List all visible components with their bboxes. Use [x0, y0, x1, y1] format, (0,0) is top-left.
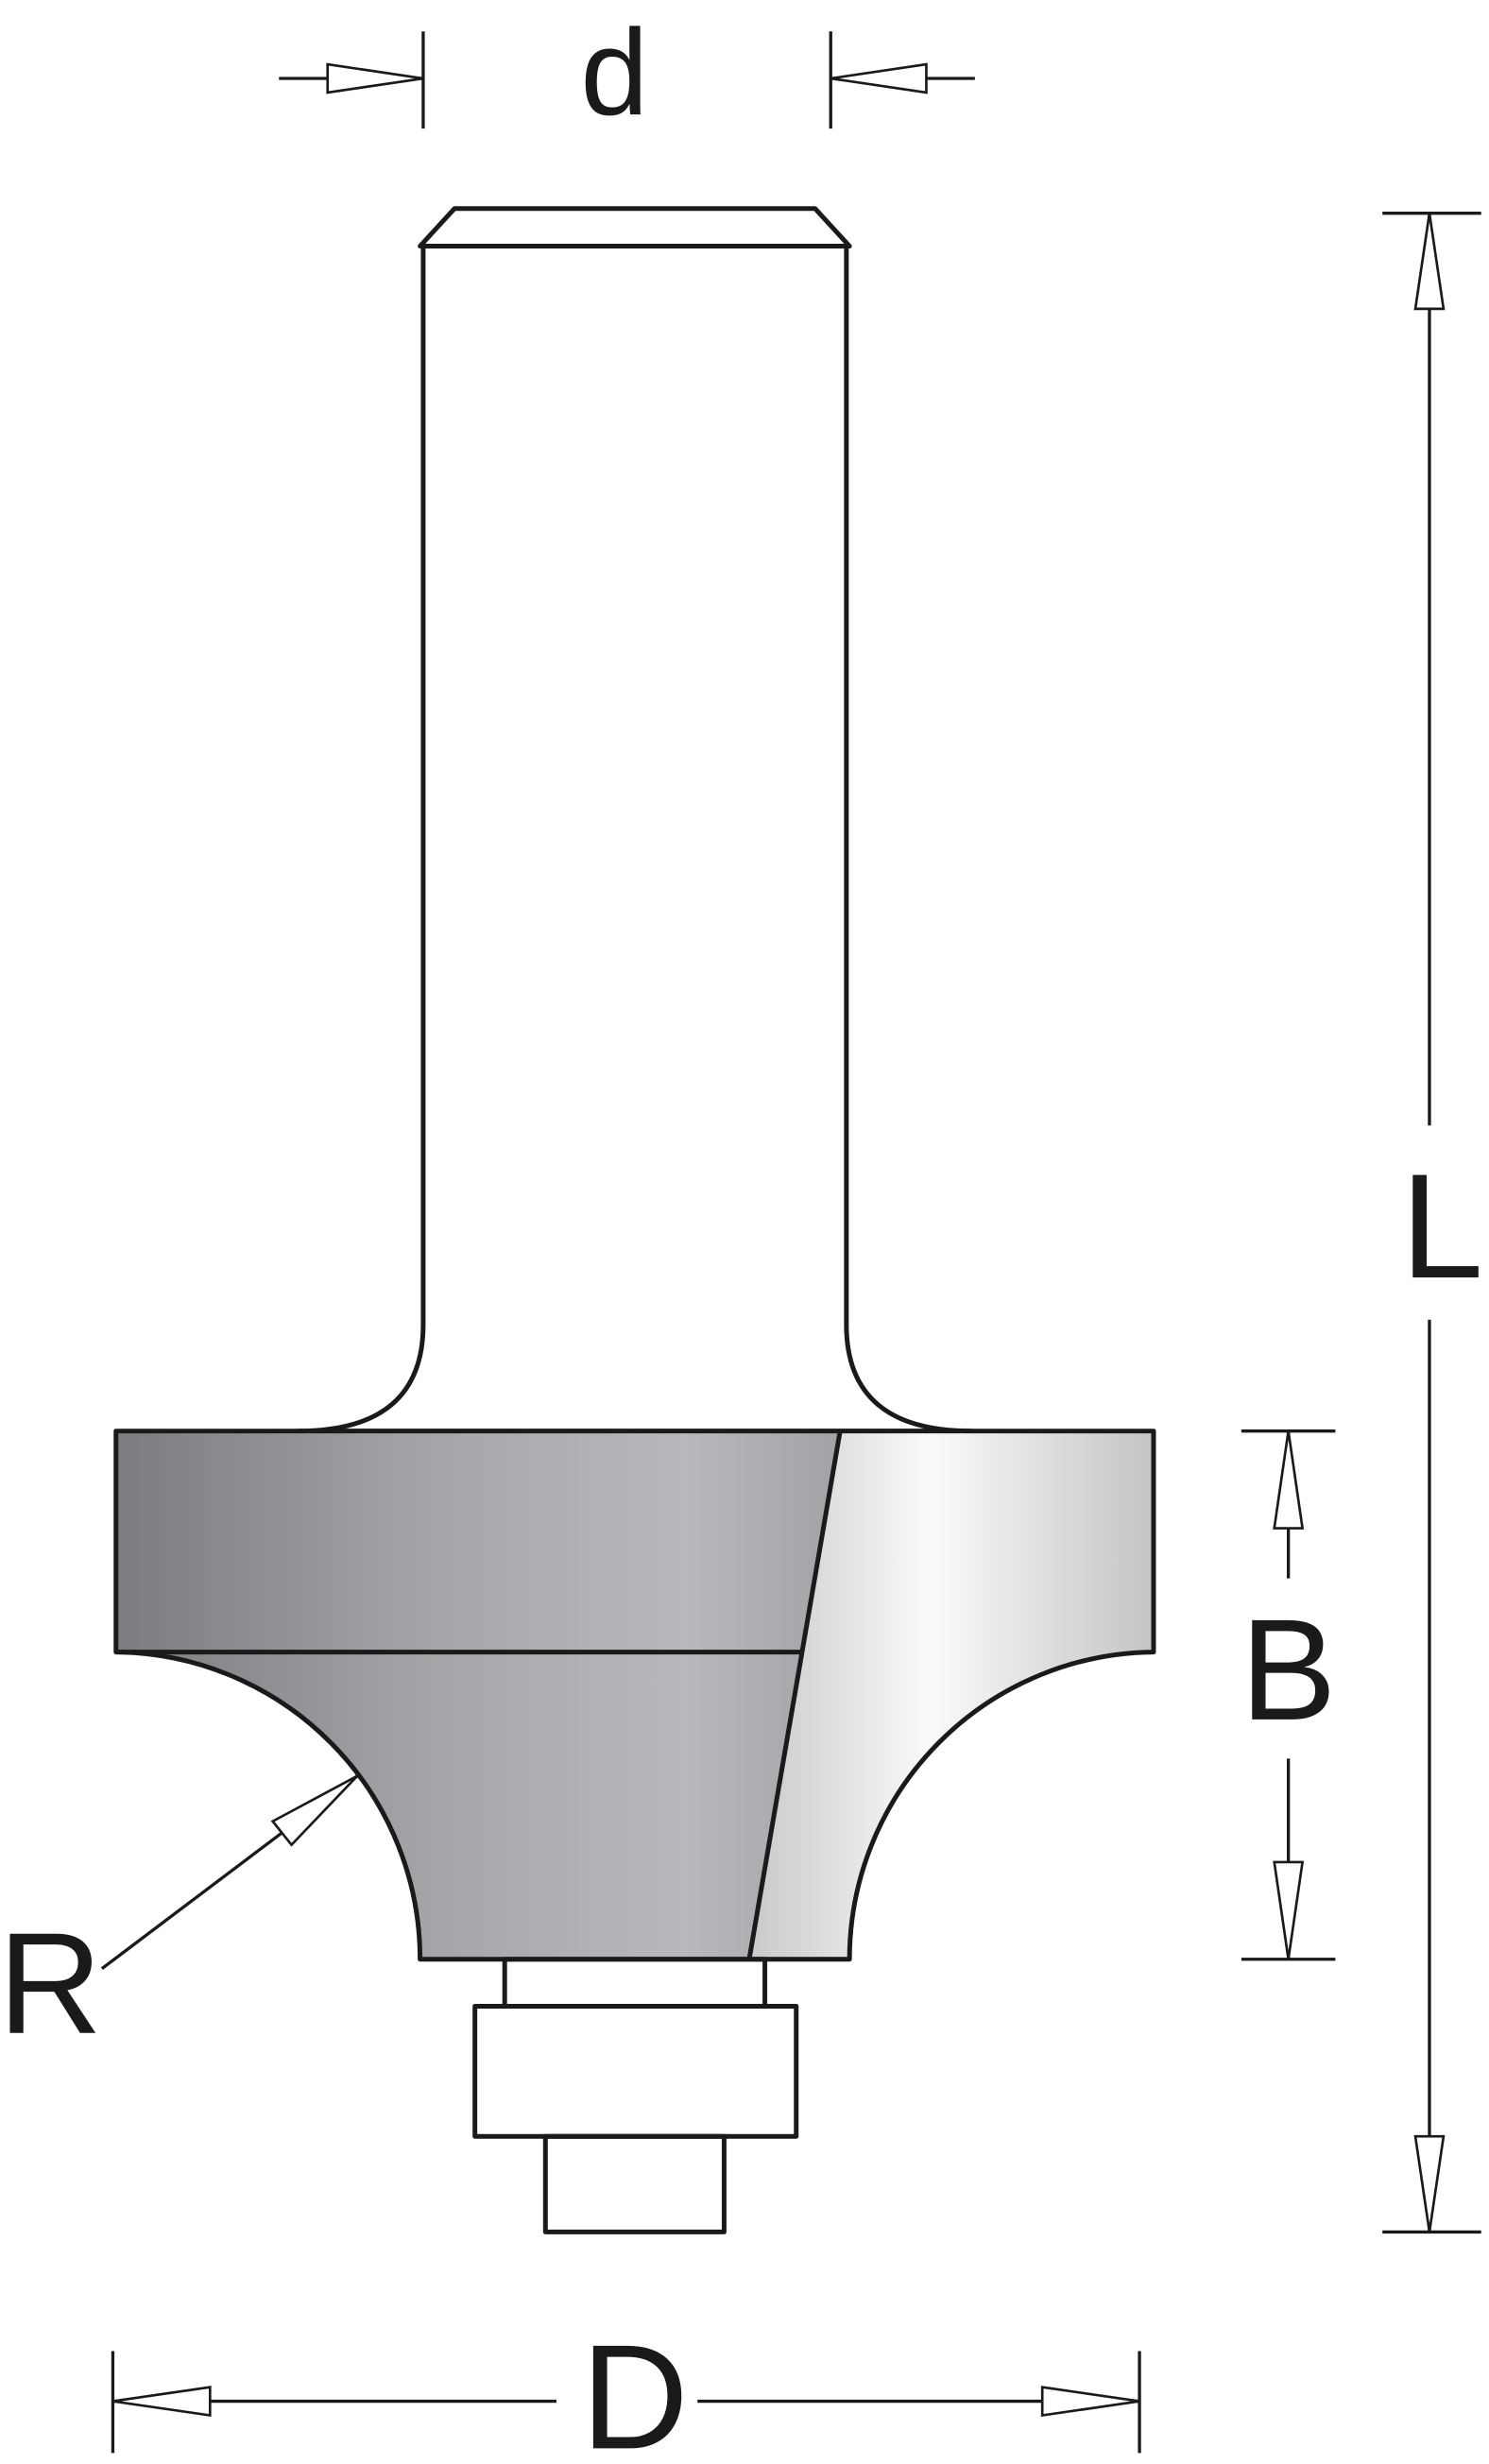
shank-body: [295, 244, 975, 1434]
label-l: L: [1400, 1143, 1483, 1309]
cutter-body: [113, 1429, 1156, 1962]
arrowhead-icon: [326, 62, 424, 94]
dimension-d: d: [279, 5, 975, 141]
label-r: R: [0, 1904, 102, 2064]
bearing-neck: [502, 1957, 768, 2010]
arrowhead-icon: [830, 62, 928, 94]
label-b: B: [1241, 1590, 1337, 1751]
arrowhead-icon: [1273, 1430, 1305, 1530]
cutter-outline: [113, 1429, 1156, 1962]
arrowhead-icon: [112, 2386, 212, 2418]
label-d: d: [580, 5, 648, 141]
arrowhead-icon: [1040, 2386, 1140, 2418]
dimension-b: B: [1241, 1429, 1337, 1961]
cutter-edge-line: [746, 1430, 843, 1960]
shank-chamfer: [418, 206, 852, 249]
dimension-l: L: [1382, 212, 1483, 2234]
label-D: D: [581, 2314, 689, 2464]
arrowhead-icon: [1413, 213, 1446, 311]
bearing: [472, 1957, 799, 2234]
bearing-screw: [542, 2133, 727, 2234]
arrowhead-icon: [270, 1774, 359, 1847]
arrowhead-icon: [1273, 1860, 1305, 1959]
dimension-r: R: [0, 1774, 359, 2064]
shank: [295, 206, 975, 1434]
arrowhead-icon: [1413, 2134, 1446, 2233]
bearing-ring: [472, 2004, 799, 2139]
dimension-D: D: [111, 2314, 1141, 2464]
